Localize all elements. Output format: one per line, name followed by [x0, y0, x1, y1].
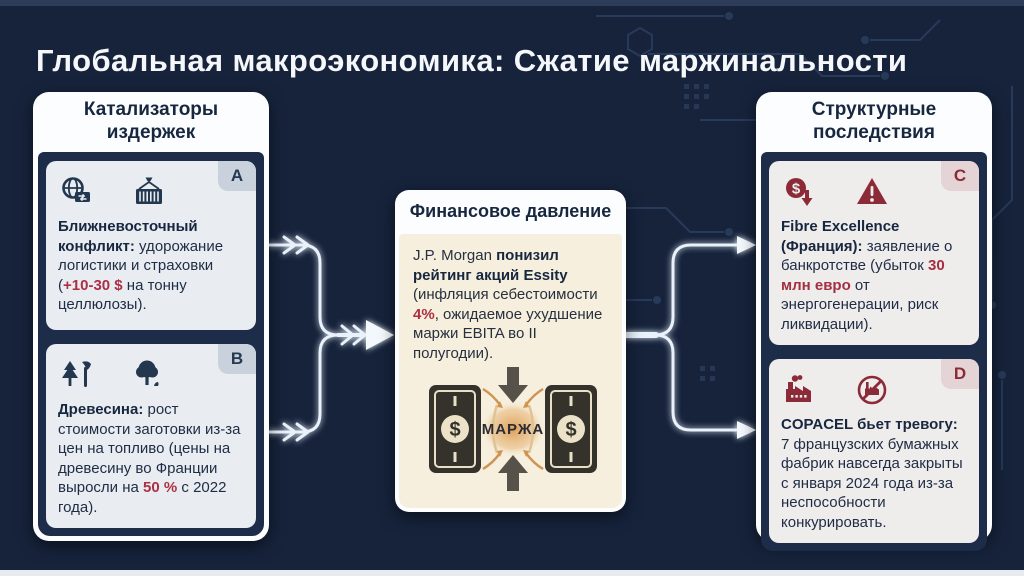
coin-dollar-down-icon: $ [783, 176, 819, 208]
arrow-into-center [366, 320, 394, 350]
tree-icon [132, 359, 166, 391]
up-arrow-icon [498, 455, 528, 491]
shipping-container-icon [132, 176, 166, 208]
structural-consequences-panel: Структурные последствия C $ [756, 92, 992, 551]
pine-axe-icon [60, 359, 96, 391]
cost-catalysts-panel: Катализаторы издержек A [33, 92, 269, 541]
warning-triangle-icon [855, 176, 889, 208]
arrow-to-card-d [653, 333, 738, 432]
margin-label: МАРЖА [482, 421, 545, 438]
card-d-icons [783, 372, 967, 406]
dollar-bill-icon: $ [545, 385, 597, 473]
financial-pressure-body: J.P. Morgan понизил рейтинг акций Essity… [399, 234, 622, 508]
card-middle-east-conflict: A [46, 161, 256, 330]
financial-pressure-header: Финансовое давление [409, 201, 612, 222]
structural-consequences-header: Структурные последствия [811, 99, 937, 143]
card-a-icons [60, 174, 244, 208]
card-b-text: Древесина: рост стоимости заготовки из-з… [58, 401, 241, 516]
dollar-bill-icon: $ [429, 385, 481, 473]
arrow-from-card-b [267, 333, 340, 434]
squeeze-curve [491, 404, 499, 454]
badge-d: D [941, 359, 979, 389]
globe-exchange-icon [60, 176, 96, 208]
no-factory-icon [855, 374, 889, 406]
arrow-to-card-c [653, 243, 738, 337]
squeeze-curve [527, 404, 535, 454]
card-d-text: COPACEL бьет тревогу: 7 французских бума… [781, 416, 963, 531]
badge-b: B [218, 344, 256, 374]
margin-squeeze-illustration: $ $ [429, 367, 597, 491]
badge-c: C [941, 161, 979, 191]
svg-text:$: $ [449, 419, 460, 441]
orange-squeeze-arrows [482, 387, 544, 471]
top-edge-strip [0, 0, 1024, 6]
bottom-edge-strip [0, 570, 1024, 576]
badge-a: A [218, 161, 256, 191]
financial-pressure-panel: Финансовое давление J.P. Morgan понизил … [395, 190, 626, 512]
financial-pressure-text: J.P. Morgan понизил рейтинг акций Essity… [413, 247, 603, 362]
card-c-icons: $ [783, 174, 967, 208]
arrow-from-card-a [267, 243, 340, 337]
page-title: Глобальная макроэкономика: Сжатие маржин… [36, 42, 908, 78]
cost-catalysts-header: Катализаторы издержек [83, 99, 219, 143]
svg-text:$: $ [565, 419, 576, 441]
svg-text:$: $ [792, 181, 801, 198]
structural-consequences-body: C $ [761, 152, 987, 551]
down-arrow-icon [498, 367, 528, 403]
card-copacel: D [769, 359, 979, 543]
cost-catalysts-body: A [38, 152, 264, 536]
card-c-text: Fibre Excellence (Франция): заявление о … [781, 218, 953, 333]
card-wood-costs: B [46, 344, 256, 528]
card-a-text: Ближневосточный конфликт: удорожание лог… [58, 218, 224, 313]
card-fibre-excellence: C $ [769, 161, 979, 345]
card-b-icons [60, 357, 244, 391]
factory-icon [783, 374, 819, 406]
